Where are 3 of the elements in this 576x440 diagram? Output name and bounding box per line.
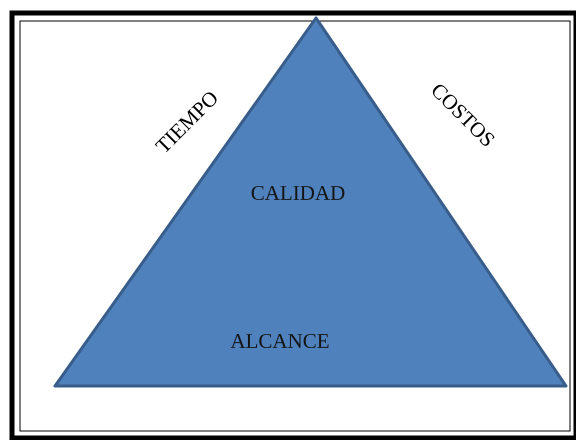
- triangle-label: CALIDAD: [252, 186, 344, 200]
- triangle: [54, 16, 568, 388]
- triangle-label: ALCANCE: [230, 334, 329, 348]
